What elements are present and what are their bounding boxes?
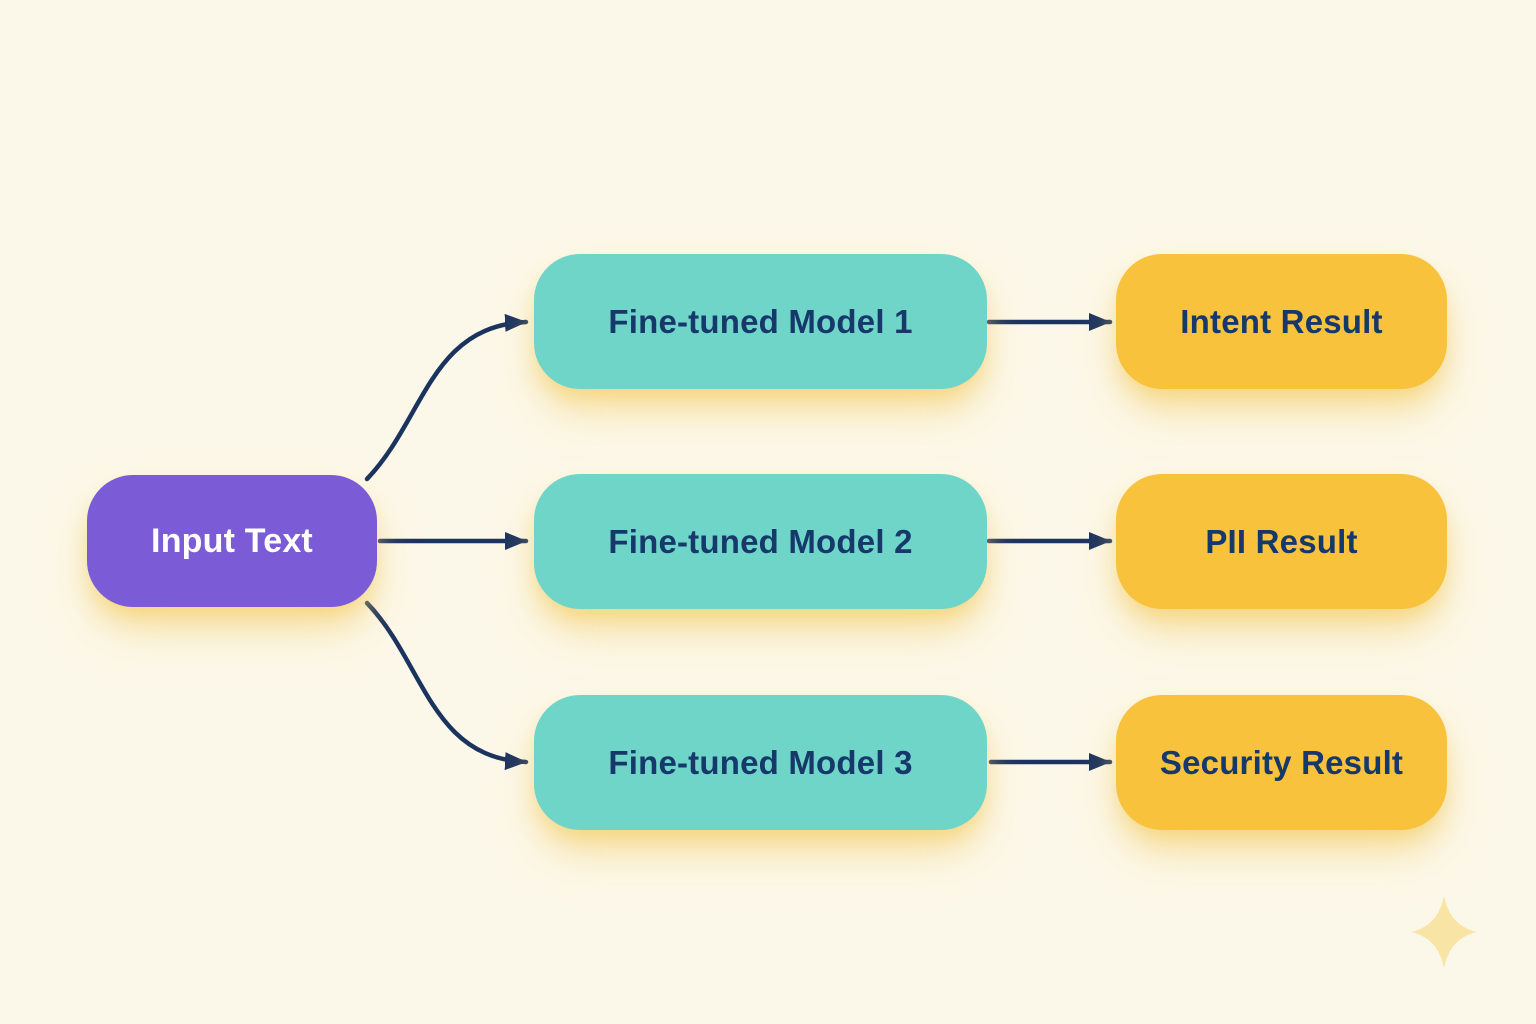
node-intent-result: Intent Result bbox=[1116, 254, 1447, 389]
arrow-input-to-model-3 bbox=[364, 600, 529, 771]
node-input-text-label: Input Text bbox=[151, 521, 313, 560]
arrow-input-to-model-1 bbox=[364, 313, 529, 482]
node-pii-result-label: PII Result bbox=[1205, 522, 1358, 560]
node-model-3: Fine-tuned Model 3 bbox=[534, 695, 987, 830]
node-model-1: Fine-tuned Model 1 bbox=[534, 254, 987, 389]
node-pii-result: PII Result bbox=[1116, 474, 1447, 609]
node-input-text: Input Text bbox=[87, 475, 377, 607]
node-model-2: Fine-tuned Model 2 bbox=[534, 474, 987, 609]
node-intent-result-label: Intent Result bbox=[1180, 302, 1383, 340]
node-model-3-label: Fine-tuned Model 3 bbox=[608, 743, 913, 781]
node-model-1-label: Fine-tuned Model 1 bbox=[608, 302, 913, 340]
node-security-result: Security Result bbox=[1116, 695, 1447, 830]
sparkle-icon bbox=[1411, 896, 1477, 968]
node-security-result-label: Security Result bbox=[1159, 743, 1404, 781]
node-model-2-label: Fine-tuned Model 2 bbox=[608, 522, 913, 560]
